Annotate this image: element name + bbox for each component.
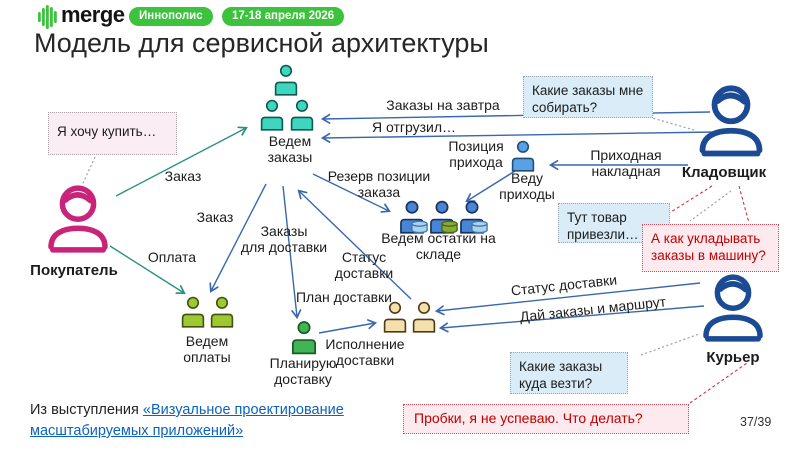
edge-status-from-courier: Статус доставки bbox=[510, 271, 618, 299]
edge-reserve: Резерв позиции заказа bbox=[327, 168, 431, 200]
connector-which-orders-where bbox=[640, 333, 700, 356]
edge-receipt-invoice: Приходная накладная bbox=[590, 147, 662, 179]
bubble-which-orders-collect: Какие заказы мне собирать? bbox=[523, 76, 653, 118]
badge-location: Иннополис bbox=[129, 7, 213, 26]
badge-date: 17-18 апреля 2026 bbox=[222, 7, 345, 26]
page-number: 37/39 bbox=[740, 415, 772, 429]
bubble-want-to-buy: Я хочу купить… bbox=[48, 112, 177, 155]
bubble-traffic-jams: Пробки, я не успеваю. Что делать? bbox=[403, 404, 689, 434]
edge-shipped: Я отгрузил… bbox=[372, 119, 457, 135]
payments-person-icon bbox=[208, 296, 236, 328]
orders-person-icon bbox=[288, 99, 316, 131]
orders-person-icon bbox=[272, 64, 300, 96]
connector-traffic-jams bbox=[689, 362, 748, 404]
edge-give-orders-route: Дай заказы и маршрут bbox=[519, 293, 667, 325]
storekeeper-icon bbox=[693, 82, 769, 163]
orders-service-label: Ведем заказы bbox=[267, 133, 313, 165]
execution-service-label: Исполнение доставки bbox=[325, 336, 405, 368]
bubble-how-to-load: А как укладывать заказы в машину? bbox=[642, 224, 779, 272]
edge-receipt-position: Позиция прихода bbox=[448, 138, 504, 170]
arrow-delivery-plan bbox=[318, 319, 378, 334]
edge-orders-for-delivery: Заказы для доставки bbox=[240, 223, 328, 255]
payments-person-icon bbox=[179, 296, 207, 328]
connector-want-to-buy bbox=[81, 152, 98, 186]
planning-service-label: Планирую доставку bbox=[269, 355, 337, 387]
edge-delivery-plan: План доставки bbox=[295, 289, 393, 305]
edge-order-create: Заказ bbox=[164, 168, 202, 184]
edge-order-to-payment: Заказ bbox=[196, 209, 234, 225]
courier-icon bbox=[697, 271, 769, 348]
connector-which-orders-collect bbox=[648, 116, 695, 131]
bubble-which-orders-where: Какие заказы куда везти? bbox=[510, 352, 628, 394]
attribution-prefix: Из выступления bbox=[30, 402, 143, 418]
buyer-label: Покупатель bbox=[30, 262, 118, 279]
attribution: Из выступления «Визуальное проектировани… bbox=[30, 400, 360, 442]
edge-payment: Оплата bbox=[147, 249, 197, 265]
attribution-link[interactable]: «Визуальное проектирование масштабируемы… bbox=[30, 402, 344, 440]
page-title: Модель для сервисной архитектуры bbox=[34, 28, 489, 58]
execution-person-icon bbox=[410, 301, 438, 333]
connector-how-to-load-right bbox=[738, 185, 750, 224]
edge-status-to-orders: Статус доставки bbox=[334, 249, 394, 281]
courier-label: Курьер bbox=[706, 349, 760, 366]
planning-person-icon bbox=[289, 320, 319, 355]
buyer-icon bbox=[42, 182, 114, 259]
orders-person-icon bbox=[258, 99, 286, 131]
merge-logo-text: merge bbox=[61, 2, 125, 27]
merge-logo-icon bbox=[38, 5, 57, 29]
stock-service-label: Ведем остатки на складе bbox=[381, 230, 496, 262]
payments-service-label: Ведем оплаты bbox=[183, 333, 231, 365]
connector-goods-arrived bbox=[689, 190, 732, 222]
edge-orders-tomorrow: Заказы на завтра bbox=[386, 97, 500, 113]
receipts-service-label: Веду приходы bbox=[499, 170, 555, 202]
storekeeper-label: Кладовщик bbox=[681, 164, 767, 181]
